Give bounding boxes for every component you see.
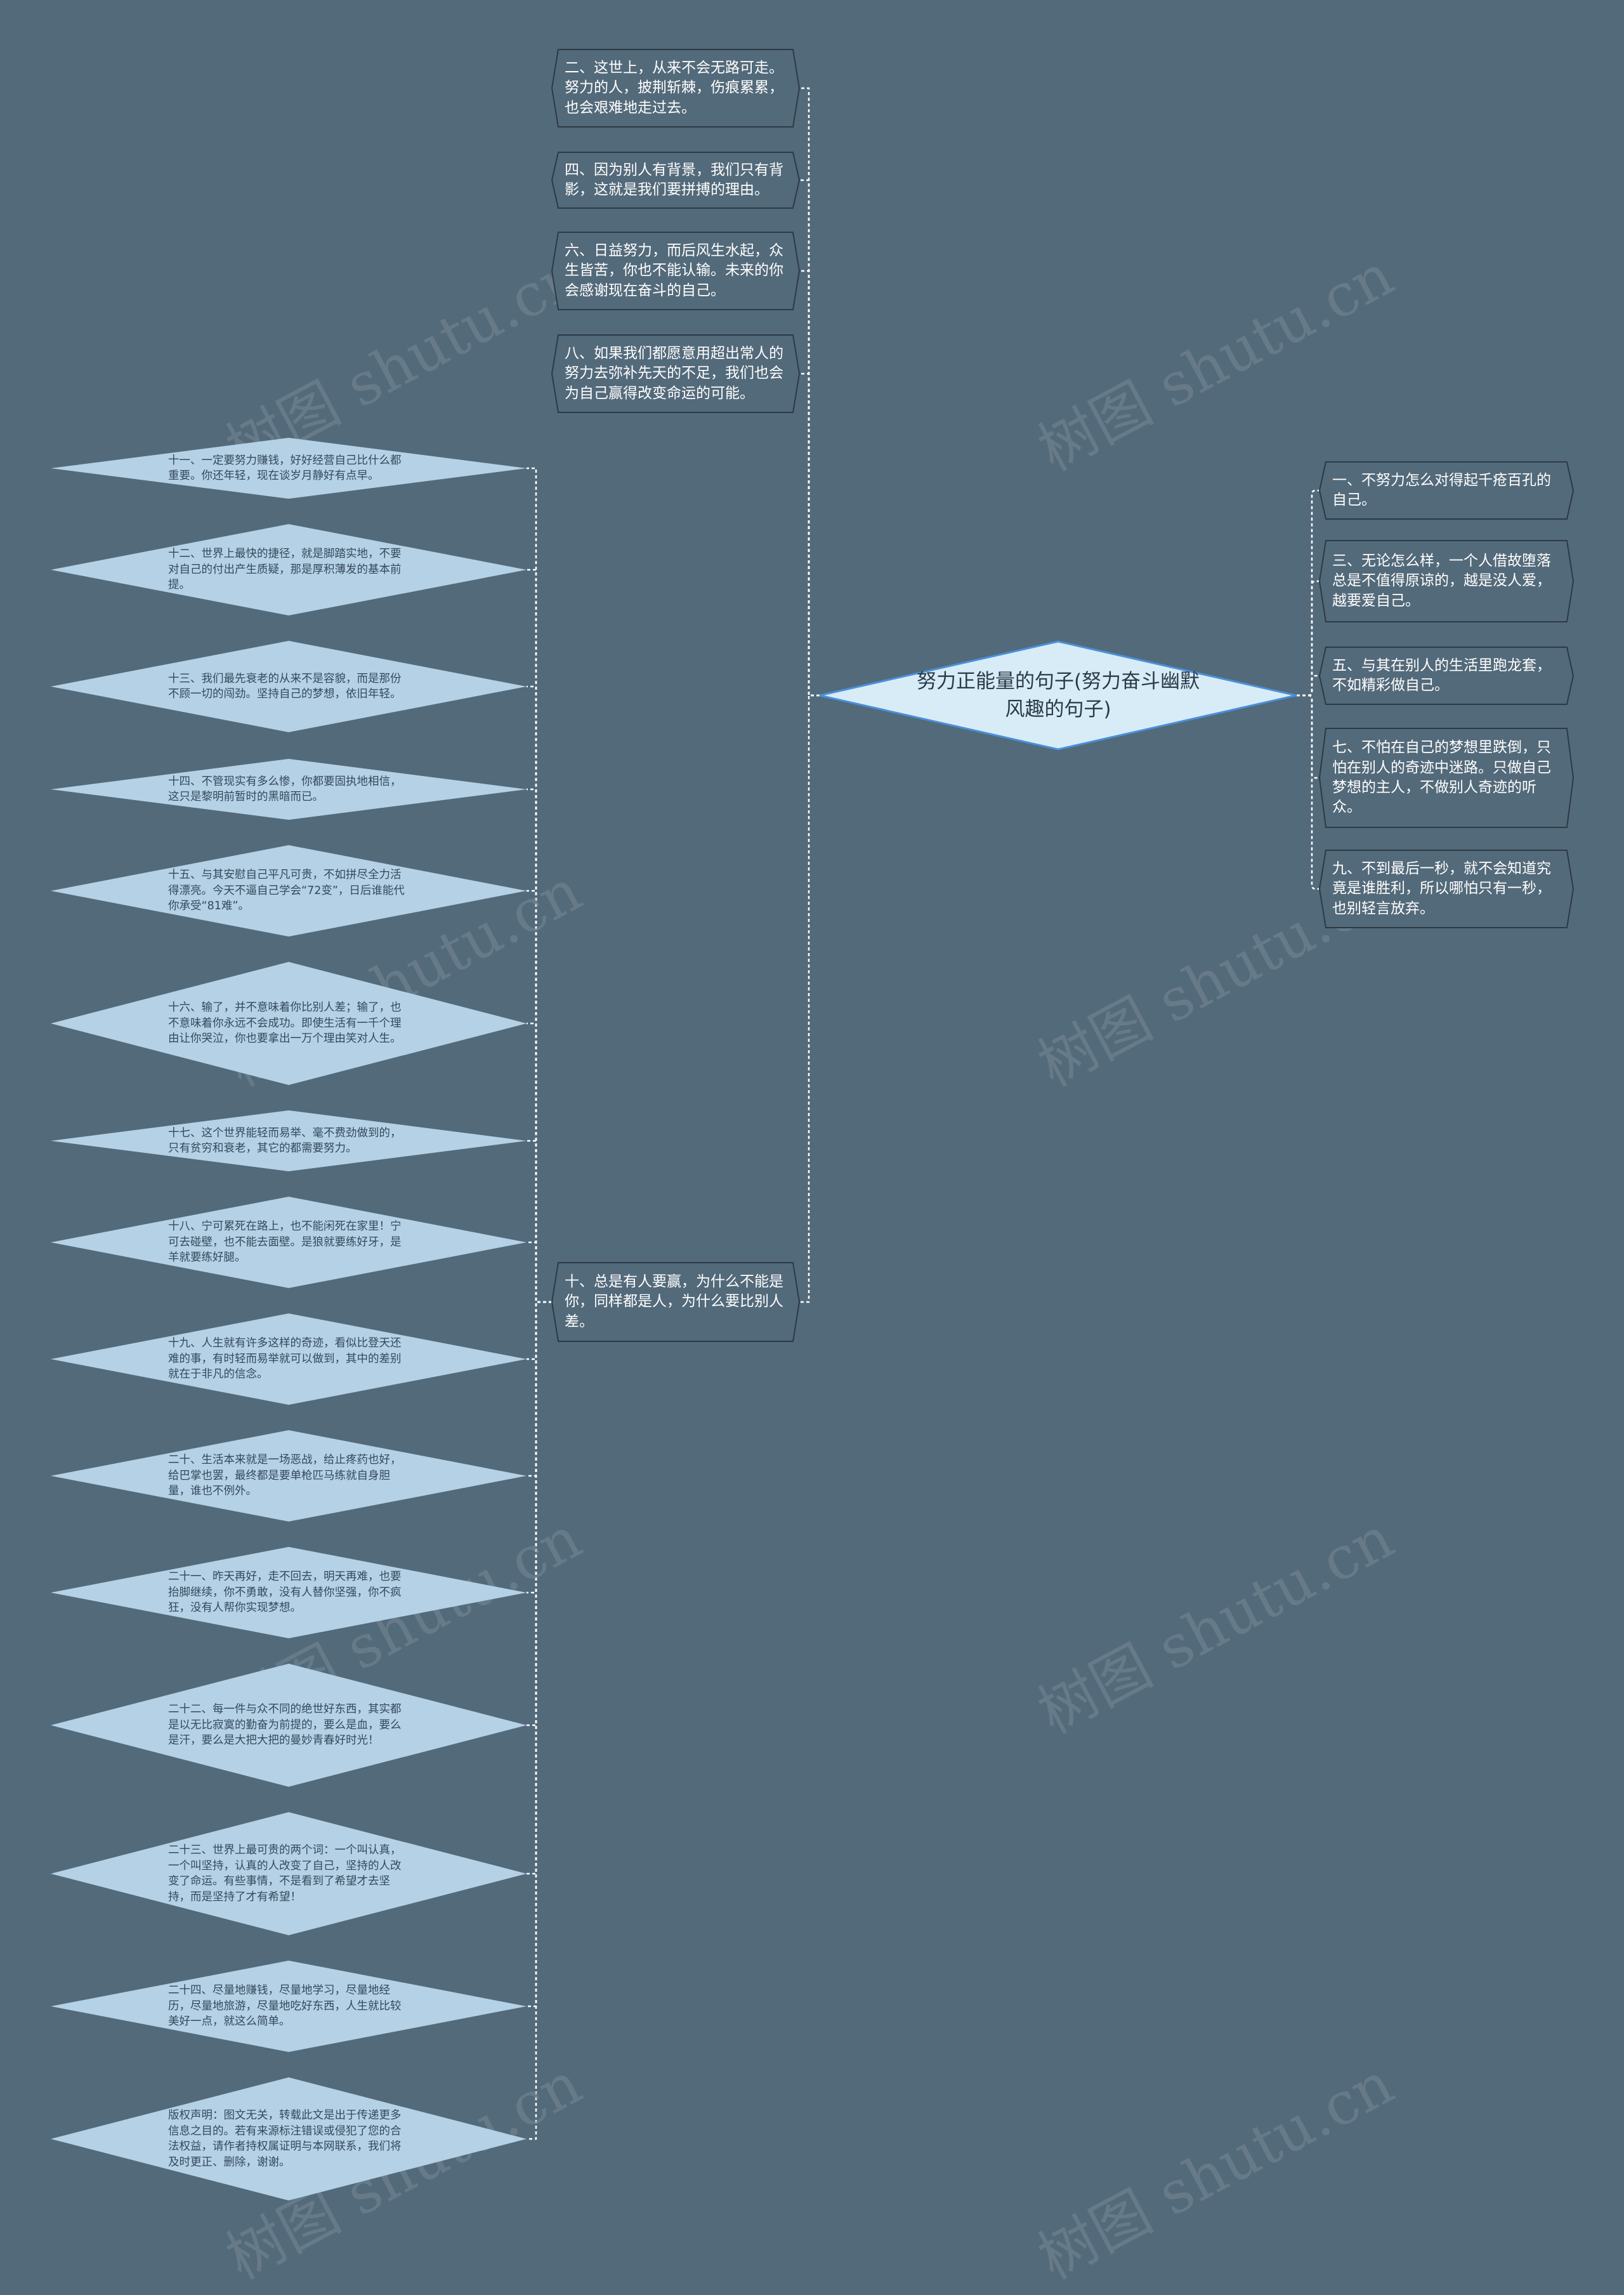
leaf-node-17[interactable]: 十七、这个世界能轻而易举、毫不费劲做到的，只有贫穷和衰老，其它的都需要努力。 [51, 1110, 527, 1171]
branch-node-7[interactable]: 七、不怕在自己的梦想里跌倒，只怕在别人的奇迹中迷路。只做自己梦想的主人，不做别人… [1318, 728, 1575, 828]
connector-right-1 [1297, 580, 1320, 697]
connector-leaf-11 [527, 1301, 552, 1726]
leaf-node-21[interactable]: 二十一、昨天再好，走不回去，明天再难，也要抬脚继续，你不勇敢，没有人替你坚强，你… [51, 1547, 527, 1638]
root-title: 努力正能量的句子(努力奋斗幽默风趣的句子) [916, 669, 1200, 721]
branch-node-3[interactable]: 三、无论怎么样，一个人借故堕落总是不值得原谅的，越是没人爱，越要爱自己。 [1318, 540, 1575, 622]
leaf-node-22[interactable]: 二十二、每一件与众不同的绝世好东西，其实都是以无比寂寞的勤奋为前提的，要么是血，… [51, 1664, 527, 1787]
connector-leaf-7 [527, 1241, 552, 1303]
leaf-text: 十二、世界上最快的捷径，就是脚踏实地，不要对自己的付出产生质疑，那是厚积薄发的基… [168, 548, 402, 592]
connector-leaf-2 [527, 685, 552, 1303]
leaf-text: 十一、一定要努力赚钱，好好经营自己比什么都重要。你还年轻，现在谈岁月静好有点早。 [168, 454, 402, 483]
branch-text: 九、不到最后一秒，就不会知道究竟是谁胜利，所以哪怕只有一秒，也别轻言放弃。 [1332, 860, 1551, 917]
connector-leaf-3 [527, 788, 552, 1303]
leaf-text: 二十四、尽量地赚钱，尽量地学习，尽量地经历，尽量地旅游，尽量地吃好东西，人生就比… [168, 1984, 402, 2029]
leaf-text: 十九、人生就有许多这样的奇迹，看似比登天还难的事，有时轻而易举就可以做到，其中的… [168, 1337, 402, 1381]
leaf-node-23[interactable]: 二十三、世界上最可贵的两个词：一个叫认真，一个叫坚持，认真的人改变了自己，坚持的… [51, 1812, 527, 1935]
branch-text: 八、如果我们都愿意用超出常人的努力去弥补先天的不足，我们也会为自己赢得改变命运的… [565, 345, 783, 402]
connector-right-3 [1297, 694, 1320, 779]
connector-leaf-0 [527, 467, 552, 1303]
leaf-text: 十八、宁可累死在路上，也不能闲死在家里！宁可去碰壁，也不能去面壁。是狼就要练好牙… [168, 1220, 402, 1265]
connector-right-0 [1297, 489, 1320, 697]
leaf-node-15[interactable]: 十五、与其安慰自己平凡可贵，不如拼尽全力活得漂亮。今天不逼自己学会“72变”，日… [51, 845, 527, 937]
connector-left-3 [799, 372, 820, 697]
connector-right-2 [1297, 674, 1320, 697]
connector-leaf-14 [527, 1301, 552, 2140]
connector-right-4 [1297, 694, 1320, 890]
leaf-text: 二十、生活本来就是一场恶战，给止疼药也好，给巴掌也罢，最终都是要单枪匹马练就自身… [168, 1454, 402, 1498]
branch-text: 七、不怕在自己的梦想里跌倒，只怕在别人的奇迹中迷路。只做自己梦想的主人，不做别人… [1332, 739, 1551, 816]
connector-leaf-1 [527, 569, 552, 1303]
leaf-node-12[interactable]: 十二、世界上最快的捷径，就是脚踏实地，不要对自己的付出产生质疑，那是厚积薄发的基… [51, 524, 527, 615]
connector-leaf-13 [527, 1301, 552, 2008]
leaf-text: 十三、我们最先衰老的从来不是容貌，而是那份不顾一切的闯劲。坚持自己的梦想，依旧年… [168, 672, 402, 701]
leaf-text: 版权声明：图文无关，转载此文是出于传递更多信息之目的。若有来源标注错误或侵犯了您… [168, 2109, 402, 2169]
branch-node-5[interactable]: 五、与其在别人的生活里跑龙套，不如精彩做自己。 [1318, 647, 1575, 705]
leaf-text: 十四、不管现实有多么惨，你都要固执地相信，这只是黎明前暂时的黑暗而已。 [168, 775, 402, 804]
leaf-node-20[interactable]: 二十、生活本来就是一场恶战，给止疼药也好，给巴掌也罢，最终都是要单枪匹马练就自身… [51, 1430, 527, 1522]
leaf-node-19[interactable]: 十九、人生就有许多这样的奇迹，看似比登天还难的事，有时轻而易举就可以做到，其中的… [51, 1313, 527, 1405]
leaf-text: 二十二、每一件与众不同的绝世好东西，其实都是以无比寂寞的勤奋为前提的，要么是血，… [168, 1703, 402, 1747]
leaf-node-11[interactable]: 十一、一定要努力赚钱，好好经营自己比什么都重要。你还年轻，现在谈岁月静好有点早。 [51, 438, 527, 499]
branch-node-4[interactable]: 四、因为别人有背景，我们只有背影，这就是我们要拼搏的理由。 [551, 152, 801, 209]
leaf-text: 二十一、昨天再好，走不回去，明天再难，也要抬脚继续，你不勇敢，没有人替你坚强，你… [168, 1570, 402, 1615]
leaf-text: 十七、这个世界能轻而易举、毫不费劲做到的，只有贫穷和衰老，其它的都需要努力。 [168, 1126, 402, 1155]
branch-text: 四、因为别人有背景，我们只有背影，这就是我们要拼搏的理由。 [565, 161, 783, 198]
connector-leaf-12 [527, 1301, 552, 1875]
branch-node-2[interactable]: 二、这世上，从来不会无路可走。努力的人，披荆斩棘，伤痕累累，也会艰难地走过去。 [551, 49, 801, 128]
branch-text: 十、总是有人要赢，为什么不能是你，同样都是人，为什么要比别人差。 [565, 1273, 783, 1330]
leaf-node-14[interactable]: 十四、不管现实有多么惨，你都要固执地相信，这只是黎明前暂时的黑暗而已。 [51, 759, 527, 820]
branch-node-8[interactable]: 八、如果我们都愿意用超出常人的努力去弥补先天的不足，我们也会为自己赢得改变命运的… [551, 334, 801, 413]
connector-leaf-8 [527, 1301, 552, 1360]
branch-node-6[interactable]: 六、日益努力，而后风生水起，众生皆苦，你也不能认输。未来的你会感谢现在奋斗的自己… [551, 232, 801, 310]
copyright-node[interactable]: 版权声明：图文无关，转载此文是出于传递更多信息之目的。若有来源标注错误或侵犯了您… [51, 2077, 527, 2200]
connector-leaf-6 [527, 1140, 552, 1303]
branch-text: 一、不努力怎么对得起千疮百孔的自己。 [1332, 471, 1551, 508]
leaf-text: 十五、与其安慰自己平凡可贵，不如拼尽全力活得漂亮。今天不逼自己学会“72变”，日… [168, 869, 405, 913]
connector-leaf-5 [527, 1022, 552, 1303]
leaf-node-24[interactable]: 二十四、尽量地赚钱，尽量地学习，尽量地经历，尽量地旅游，尽量地吃好东西，人生就比… [51, 1961, 527, 2052]
branch-node-10[interactable]: 十、总是有人要赢，为什么不能是你，同样都是人，为什么要比别人差。 [551, 1262, 801, 1342]
branch-node-9[interactable]: 九、不到最后一秒，就不会知道究竟是谁胜利，所以哪怕只有一秒，也别轻言放弃。 [1318, 850, 1575, 928]
branch-text: 六、日益努力，而后风生水起，众生皆苦，你也不能认输。未来的你会感谢现在奋斗的自己… [565, 242, 783, 299]
root-topic[interactable]: 努力正能量的句子(努力奋斗幽默风趣的句子) [819, 640, 1297, 751]
branch-text: 五、与其在别人的生活里跑龙套，不如精彩做自己。 [1332, 657, 1551, 694]
leaf-text: 十六、输了，并不意味着你比别人差；输了，也不意味着你永远不会成功。即使生活有一千… [168, 1001, 402, 1046]
leaf-node-18[interactable]: 十八、宁可累死在路上，也不能闲死在家里！宁可去碰壁，也不能去面壁。是狼就要练好牙… [51, 1197, 527, 1288]
leaf-node-16[interactable]: 十六、输了，并不意味着你比别人差；输了，也不意味着你永远不会成功。即使生活有一千… [51, 962, 527, 1085]
connector-left-4 [799, 694, 820, 1303]
leaf-text: 二十三、世界上最可贵的两个词：一个叫认真，一个叫坚持，认真的人改变了自己，坚持的… [168, 1844, 402, 1904]
connector-leaf-9 [527, 1301, 552, 1477]
branch-text: 三、无论怎么样，一个人借故堕落总是不值得原谅的，越是没人爱，越要爱自己。 [1332, 553, 1551, 609]
connector-leaf-4 [527, 890, 552, 1303]
branch-node-1[interactable]: 一、不努力怎么对得起千疮百孔的自己。 [1318, 461, 1575, 520]
leaf-node-13[interactable]: 十三、我们最先衰老的从来不是容貌，而是那份不顾一切的闯劲。坚持自己的梦想，依旧年… [51, 641, 527, 732]
connector-leaf-10 [527, 1301, 552, 1594]
branch-text: 二、这世上，从来不会无路可走。努力的人，披荆斩棘，伤痕累累，也会艰难地走过去。 [565, 60, 783, 116]
